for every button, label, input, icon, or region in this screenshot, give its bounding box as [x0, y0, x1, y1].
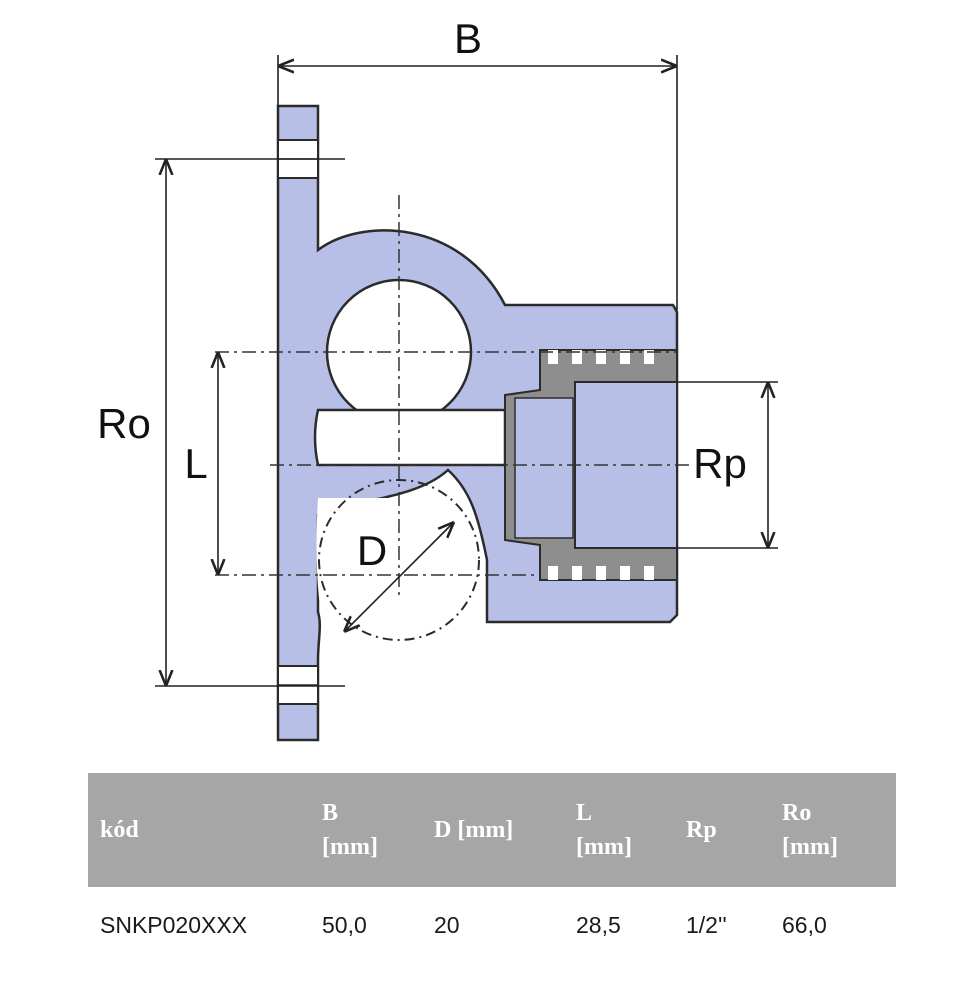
cell-kod: SNKP020XXX [100, 911, 248, 938]
table-row: SNKP020XXX 50,0 20 28,5 1/2'' 66,0 [88, 887, 896, 963]
header-L: L [mm] [576, 800, 632, 860]
cell-B: 50,0 [322, 911, 367, 938]
header-Rp: Rp [686, 817, 717, 843]
label-B: B [454, 15, 482, 62]
label-L: L [184, 440, 207, 487]
header-kod: kód [100, 817, 139, 843]
cell-L: 28,5 [576, 911, 621, 938]
cell-D: 20 [434, 911, 460, 938]
header-B: B [mm] [322, 800, 378, 860]
dimension-Rp [677, 381, 778, 549]
dimension-B [277, 55, 678, 310]
cell-Ro: 66,0 [782, 911, 827, 938]
table-header-row: kód B [mm] D [mm] L [mm] Rp Ro [mm] [88, 773, 896, 887]
label-Rp: Rp [693, 440, 747, 487]
dimension-D [344, 522, 454, 632]
dimension-Ro [155, 158, 345, 687]
label-Ro: Ro [97, 400, 151, 447]
header-Ro: Ro [mm] [782, 800, 838, 860]
label-D: D [357, 527, 387, 574]
center-slot [313, 408, 507, 467]
spec-table: kód B [mm] D [mm] L [mm] Rp Ro [mm] S [88, 773, 896, 963]
header-D: D [mm] [434, 817, 514, 843]
cell-Rp: 1/2'' [686, 911, 727, 938]
pipe-diameter-circle [318, 479, 480, 641]
technical-drawing: B Ro L Rp D [97, 15, 778, 742]
